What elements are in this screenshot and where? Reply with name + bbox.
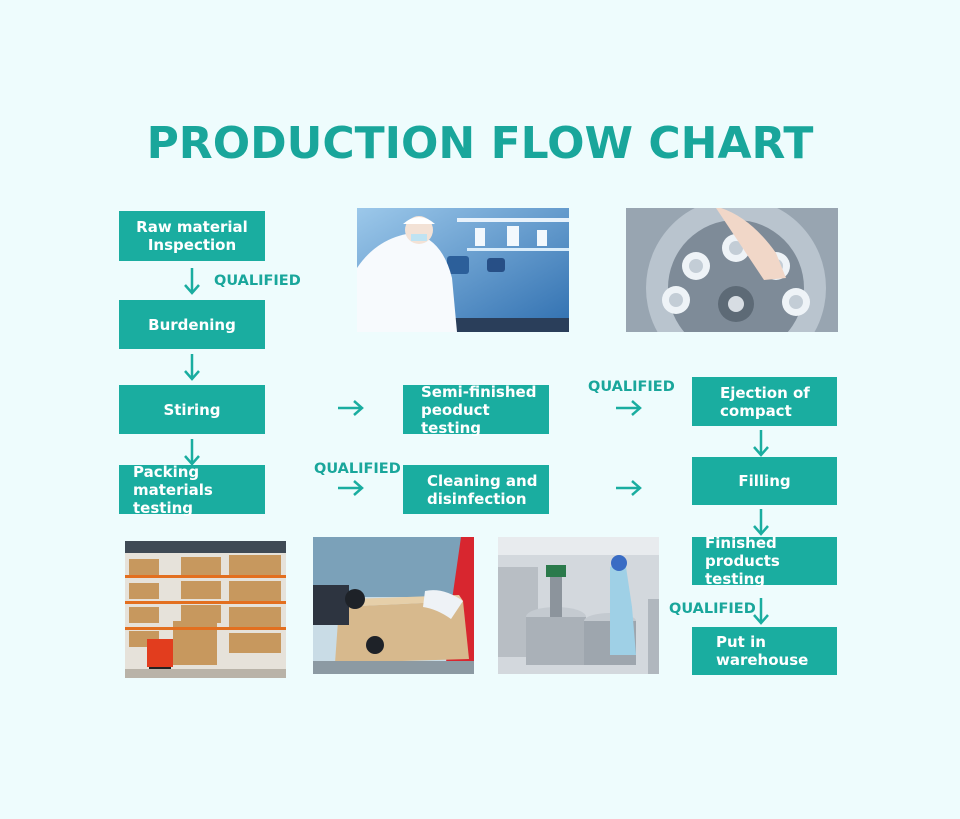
arrow-right-icon — [616, 480, 642, 496]
step-label: Burdening — [148, 315, 236, 334]
arrow-down-icon — [184, 268, 200, 295]
page-title: PRODUCTION FLOW CHART — [146, 118, 814, 169]
step-raw-material: Raw material Inspection — [119, 211, 265, 261]
step-label: Raw material Inspection — [136, 218, 248, 254]
step-cleaning: Cleaning and disinfection — [403, 465, 549, 514]
arrow-down-icon — [753, 509, 769, 536]
step-filling: Filling — [692, 457, 837, 505]
step-label: Put in warehouse — [716, 633, 809, 669]
step-finished: Finished products testing — [692, 534, 837, 588]
step-label: Packing materials testing — [133, 462, 213, 517]
step-label: Cleaning and disinfection — [427, 471, 538, 508]
arrow-right-icon — [338, 480, 364, 496]
arrow-down-icon — [753, 430, 769, 457]
warehouse-shelves-photo — [125, 541, 286, 678]
step-semi-finished: Semi-finished peoduct testing — [403, 382, 549, 437]
arrow-down-icon — [753, 598, 769, 625]
arrow-down-icon — [184, 439, 200, 466]
step-label: Stiring — [163, 400, 221, 419]
step-burdening: Burdening — [119, 300, 265, 349]
arrow-right-icon — [338, 400, 364, 416]
step-stiring: Stiring — [119, 385, 265, 434]
qualified-label: QUALIFIED — [314, 461, 401, 477]
step-warehouse: Put in warehouse — [692, 627, 837, 675]
carton-sealing-photo — [313, 537, 474, 674]
centrifuge-photo — [626, 208, 838, 332]
step-label: Finished products testing — [705, 534, 780, 588]
mixing-tank-photo — [498, 537, 659, 674]
arrow-down-icon — [184, 354, 200, 381]
step-label: Semi-finished peoduct testing — [421, 382, 537, 437]
step-label: Filling — [738, 472, 791, 490]
step-packing: Packing materials testing — [119, 462, 265, 517]
step-label: Ejection of compact — [720, 383, 810, 420]
arrow-right-icon — [616, 400, 642, 416]
qualified-label: QUALIFIED — [214, 273, 301, 289]
lab-technician-photo — [357, 208, 569, 332]
step-ejection: Ejection of compact — [692, 377, 837, 426]
qualified-label: QUALIFIED — [669, 601, 756, 617]
qualified-label: QUALIFIED — [588, 379, 675, 395]
